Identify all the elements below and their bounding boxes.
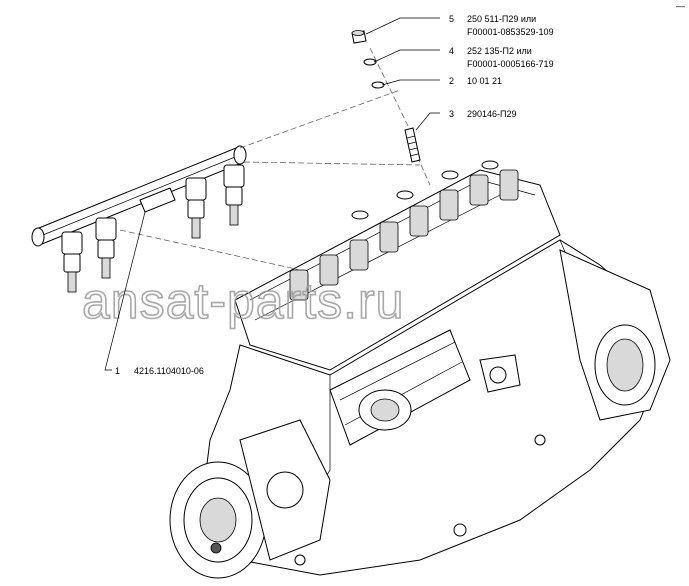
callout-4: 4 252 135-П2 или F00001-0005166-719 — [373, 46, 554, 69]
callout-1: 1 4216.1104010-06 — [104, 211, 204, 376]
injector-2 — [95, 217, 117, 279]
injector-4 — [223, 164, 245, 226]
callout-5: 5 250 511-П29 или F00001-0853529-109 — [365, 14, 554, 37]
corner-mark: — — [676, 1, 685, 11]
valve-springs — [289, 169, 519, 301]
callout-2-number: 2 — [449, 76, 454, 86]
callout-3: 3 290146-П29 — [415, 109, 517, 131]
callout-3-number: 3 — [449, 109, 454, 119]
callout-4-line1: 252 135-П2 или — [467, 46, 532, 56]
assembly-lines — [119, 47, 431, 271]
fuel-rail-drawing — [31, 145, 247, 293]
nut-drawing — [351, 30, 367, 44]
injector-3 — [185, 177, 207, 239]
injector-1 — [61, 231, 83, 293]
callout-5-line2: F00001-0853529-109 — [467, 27, 554, 37]
callout-2: 2 10 01 21 — [381, 76, 502, 86]
engine-block-drawing — [169, 160, 671, 579]
lock-washer-drawing — [371, 81, 385, 89]
callout-2-line1: 10 01 21 — [467, 76, 502, 86]
callout-5-line1: 250 511-П29 или — [467, 14, 536, 24]
callout-4-line2: F00001-0005166-719 — [467, 59, 554, 69]
washer-drawing — [363, 58, 377, 66]
callout-1-line1: 4216.1104010-06 — [134, 366, 204, 376]
callout-4-number: 4 — [449, 46, 454, 56]
stud-drawing — [404, 127, 421, 163]
callout-5-number: 5 — [449, 14, 454, 24]
watermark: ansat-parts.ru — [82, 273, 404, 329]
callout-3-line1: 290146-П29 — [467, 109, 517, 119]
callout-1-number: 1 — [115, 366, 120, 376]
